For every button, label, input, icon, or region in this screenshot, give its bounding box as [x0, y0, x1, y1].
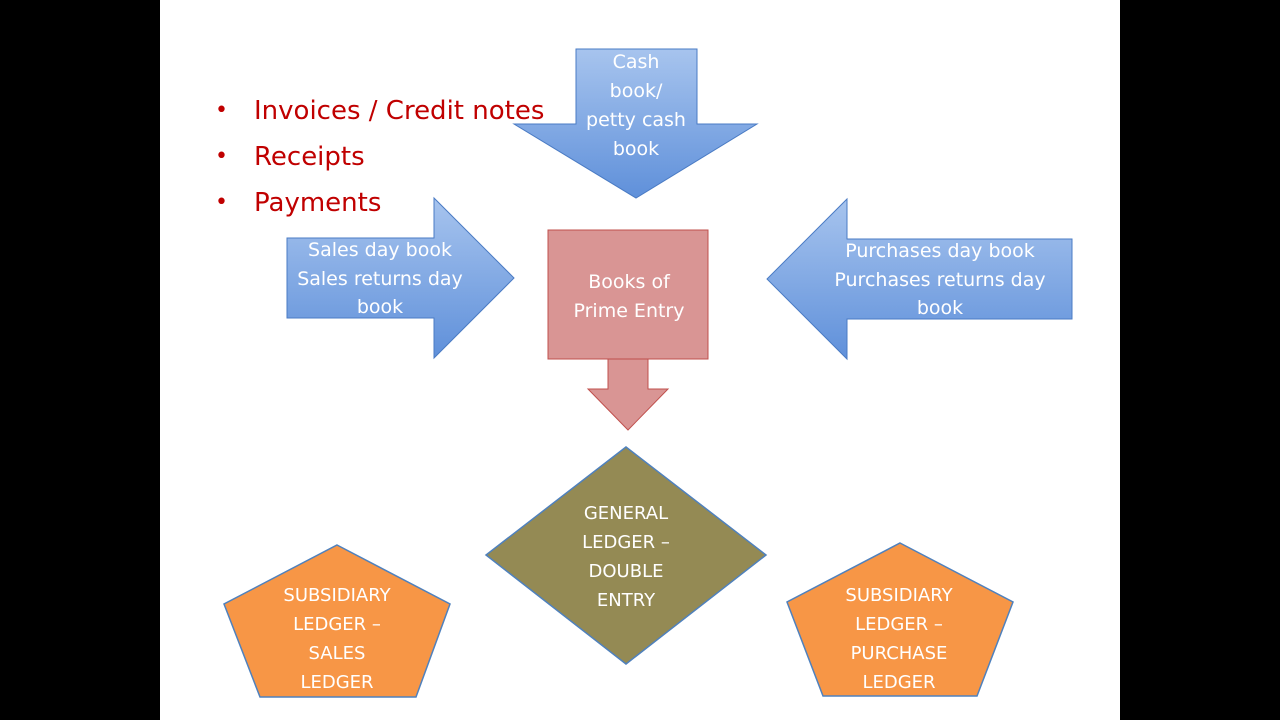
list-item: • Invoices / Credit notes: [215, 88, 544, 134]
label-line: SUBSIDIARY: [845, 585, 953, 606]
list-item: • Payments: [215, 180, 544, 226]
purchases-books-label: Purchases day book Purchases returns day…: [800, 235, 1080, 325]
label-line: DOUBLE: [588, 561, 664, 582]
label-line: LEDGER –: [855, 614, 943, 635]
label-line: ENTRY: [596, 590, 656, 611]
prime-entry-label: Books of Prime Entry: [550, 262, 708, 332]
general-ledger-diamond: [484, 446, 768, 665]
bullet-marker: •: [215, 144, 228, 169]
cash-book-arrow-shape: [512, 48, 759, 199]
list-item: • Receipts: [215, 134, 544, 180]
label-line: GENERAL: [583, 503, 669, 524]
cash-book-label: Cash book/ petty cash book: [576, 48, 696, 164]
bullet-marker: •: [215, 190, 228, 215]
bullet-text: Receipts: [254, 142, 365, 172]
label-line: petty cash: [586, 109, 686, 131]
sales-book-arrow-shape: [286, 196, 515, 360]
purchases-book-arrow-shape: [766, 197, 1073, 361]
label-line: book: [612, 138, 660, 160]
label-line: Cash: [612, 51, 660, 73]
label-line: Purchases day book: [845, 240, 1035, 263]
label-line: PURCHASE: [850, 643, 948, 664]
prime-entry-box: [547, 229, 709, 360]
label-line: LEDGER –: [582, 532, 670, 553]
bullet-text: Invoices / Credit notes: [254, 96, 545, 126]
subsidiary-sales-label: SUBSIDIARY LEDGER – SALES LEDGER: [250, 580, 424, 698]
label-line: Purchases returns day: [834, 268, 1046, 291]
subsidiary-purchase-pentagon: [786, 542, 1014, 697]
label-line: SALES: [308, 643, 366, 664]
source-documents-list: • Invoices / Credit notes • Receipts • Paym…: [215, 88, 544, 226]
label-line: Sales returns day: [297, 267, 463, 290]
label-line: Sales day book: [308, 239, 452, 262]
sales-books-label: Sales day book Sales returns day book: [280, 234, 480, 324]
prime-entry-down-arrow: [586, 358, 670, 431]
label-line: book: [916, 297, 964, 320]
subsidiary-sales-pentagon: [223, 544, 451, 698]
label-line: Prime Entry: [573, 300, 685, 322]
label-line: book: [356, 296, 404, 319]
bullet-text: Payments: [254, 188, 382, 218]
label-line: LEDGER: [300, 672, 374, 693]
label-line: SUBSIDIARY: [283, 585, 391, 606]
label-line: LEDGER –: [293, 614, 381, 635]
bullet-marker: •: [215, 98, 228, 123]
subsidiary-purchase-label: SUBSIDIARY LEDGER – PURCHASE LEDGER: [812, 580, 986, 698]
label-line: book/: [609, 80, 663, 102]
general-ledger-label: GENERAL LEDGER – DOUBLE ENTRY: [552, 498, 700, 616]
label-line: LEDGER: [862, 672, 936, 693]
label-line: Books of: [588, 271, 670, 293]
